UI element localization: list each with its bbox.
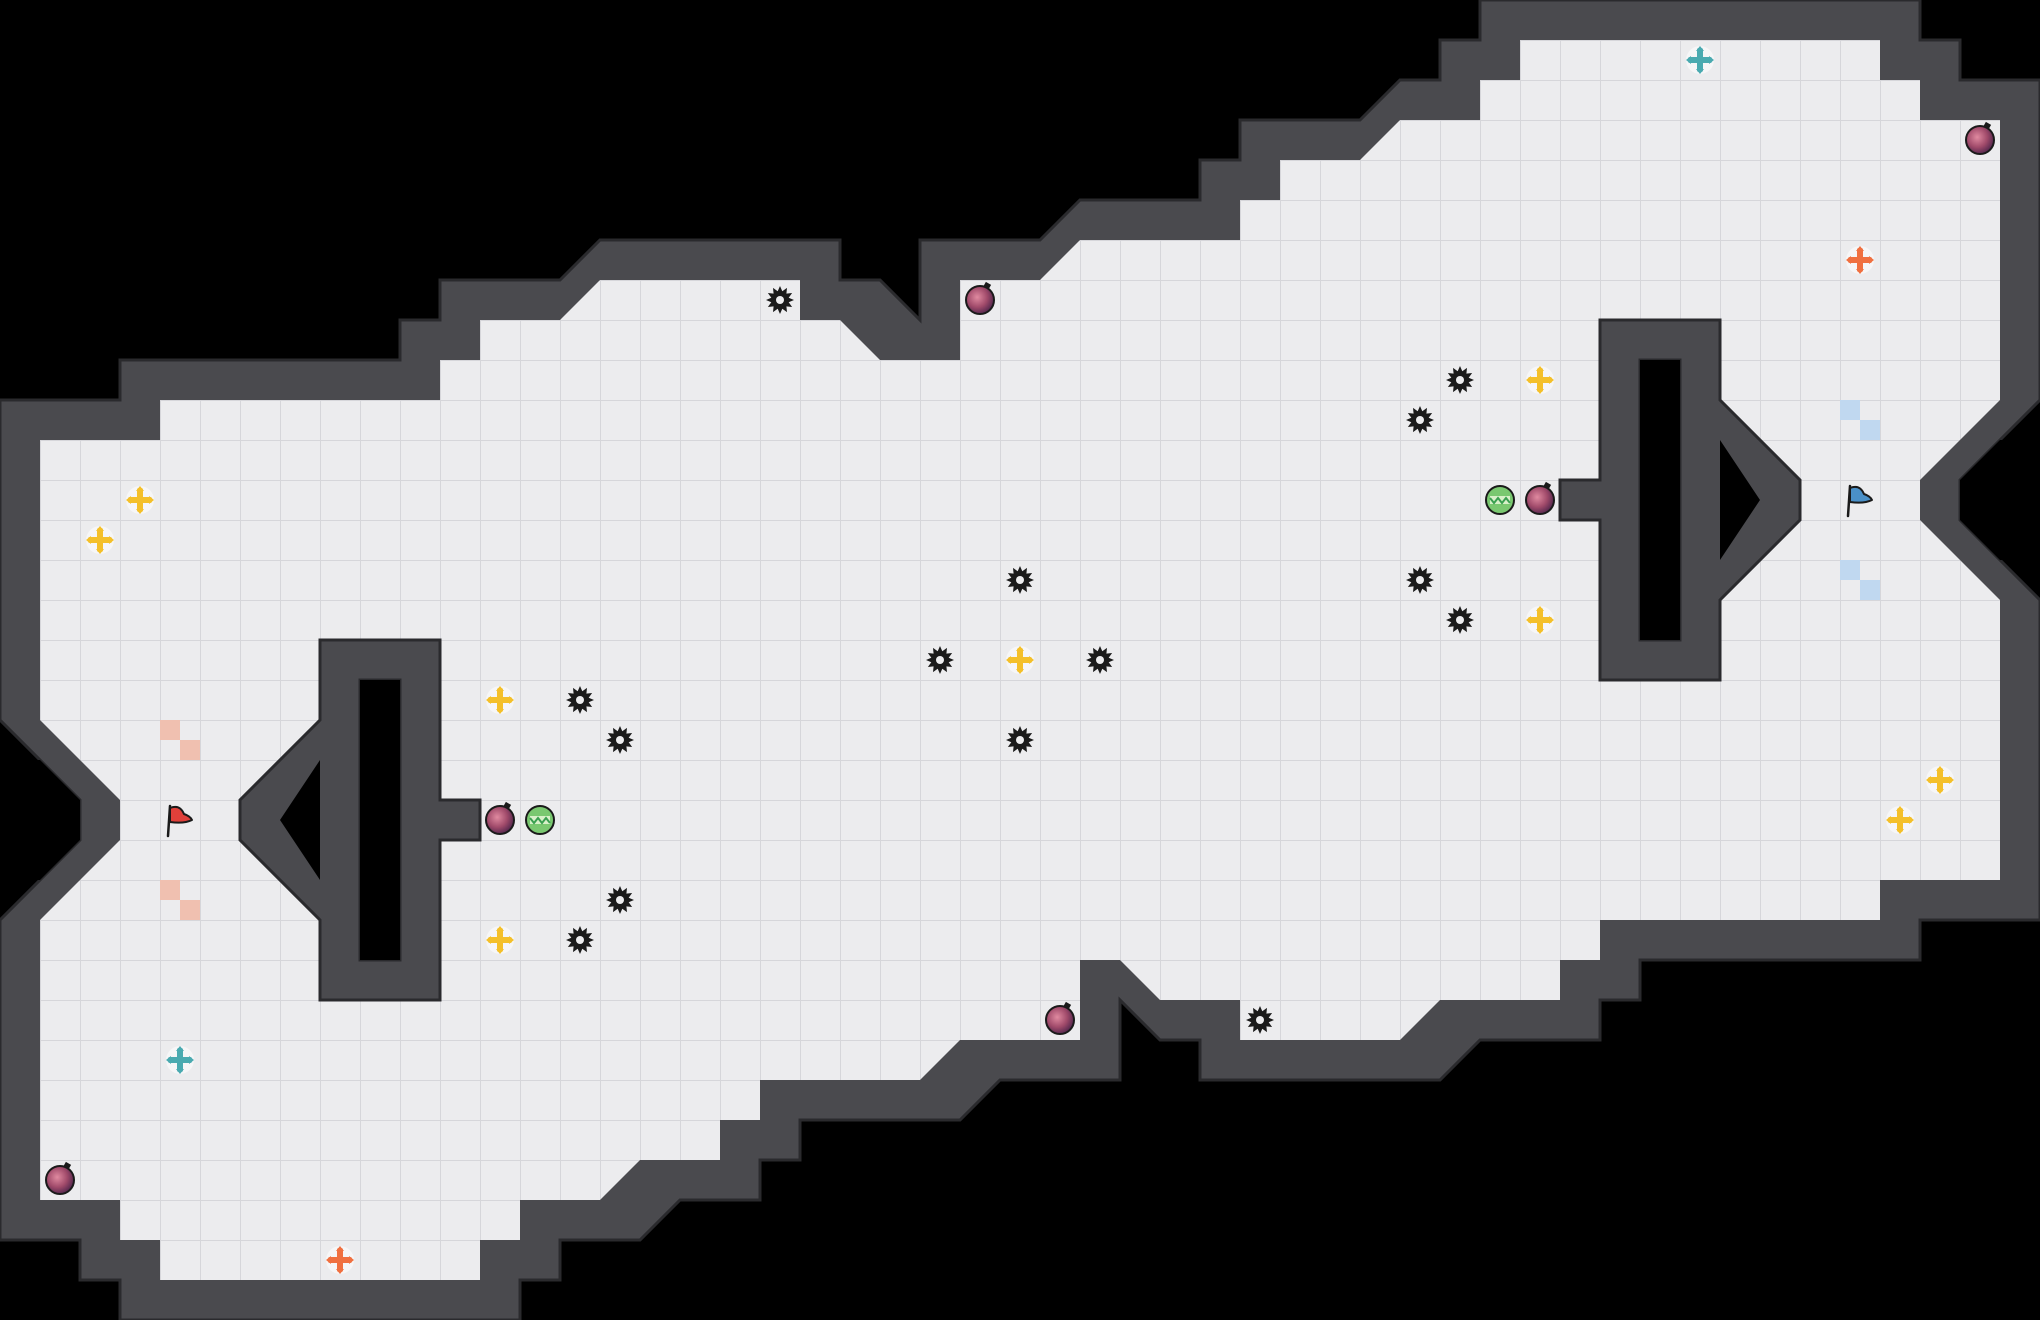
bomb-icon	[45, 1161, 75, 1195]
orange-powerup-icon	[1846, 246, 1874, 274]
yellow-powerup-icon	[126, 486, 154, 514]
spike-icon	[1406, 406, 1434, 434]
gates	[525, 485, 1515, 835]
yellow-powerup-icon	[1526, 606, 1554, 634]
powerups	[86, 46, 1954, 1274]
spike-icon	[1006, 726, 1034, 754]
orange-powerup-icon	[326, 1246, 354, 1274]
teal-powerup-icon	[1686, 46, 1714, 74]
yellow-powerup-icon	[1526, 366, 1554, 394]
spike-icon	[566, 926, 594, 954]
gate-icon	[1485, 485, 1515, 515]
spike-icon	[1246, 1006, 1274, 1034]
yellow-powerup-icon	[1926, 766, 1954, 794]
flags	[166, 484, 1873, 838]
gate-icon	[525, 805, 555, 835]
blue-team-tile	[1840, 560, 1880, 600]
spikes	[566, 286, 1474, 1034]
spike-icon	[1086, 646, 1114, 674]
bomb-icon	[485, 801, 515, 835]
spike-icon	[1446, 606, 1474, 634]
spike-icon	[1446, 366, 1474, 394]
bomb-icon	[965, 281, 995, 315]
bomb-icon	[1045, 1001, 1075, 1035]
yellow-powerup-icon	[1886, 806, 1914, 834]
blue-team-tile	[1840, 400, 1880, 440]
yellow-powerup-icon	[486, 686, 514, 714]
red-flag-icon	[166, 804, 193, 838]
bomb-icon	[1965, 121, 1995, 155]
team-tiles	[160, 400, 1880, 920]
blue-flag-icon	[1846, 484, 1873, 518]
spike-icon	[926, 646, 954, 674]
yellow-powerup-icon	[486, 926, 514, 954]
spike-icon	[1406, 566, 1434, 594]
inner-walls	[0, 318, 2040, 1002]
spike-icon	[606, 886, 634, 914]
bomb-icon	[1525, 481, 1555, 515]
spike-icon	[766, 286, 794, 314]
spike-icon	[566, 686, 594, 714]
red-team-tile	[160, 720, 200, 760]
spike-icon	[1006, 566, 1034, 594]
yellow-powerup-icon	[1006, 646, 1034, 674]
yellow-powerup-icon	[86, 526, 114, 554]
teal-powerup-icon	[166, 1046, 194, 1074]
red-team-tile	[160, 880, 200, 920]
spike-icon	[606, 726, 634, 754]
bombs	[45, 121, 1995, 1195]
